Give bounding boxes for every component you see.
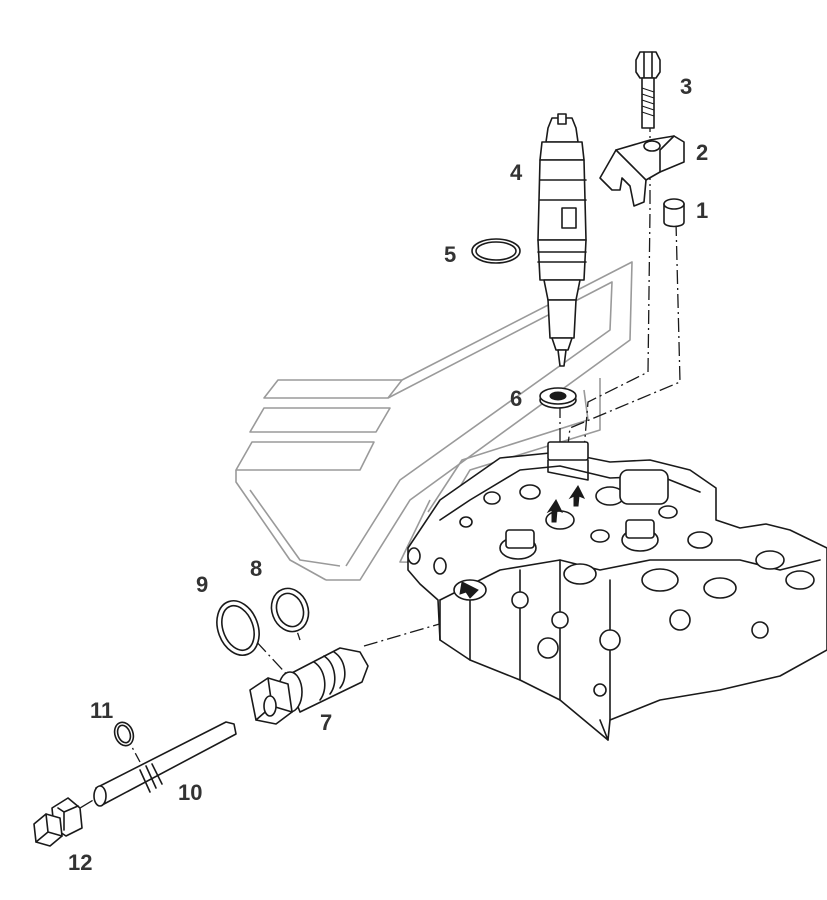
callout-12: 12	[68, 850, 92, 875]
part-5-o-ring	[471, 238, 521, 264]
callout-1: 1	[696, 198, 708, 223]
callout-7: 7	[320, 710, 332, 735]
part-10-pressure-pipe	[93, 721, 237, 807]
callout-9: 9	[196, 572, 208, 597]
callout-3: 3	[680, 74, 692, 99]
callout-8: 8	[250, 556, 262, 581]
part-3-bolt	[635, 51, 661, 129]
part-2-clamp	[599, 135, 685, 207]
part-12-fitting-nut	[33, 797, 83, 847]
callout-10: 10	[178, 780, 202, 805]
callout-4: 4	[510, 160, 523, 185]
callout-2: 2	[696, 140, 708, 165]
callout-5: 5	[444, 242, 456, 267]
part-4-injector	[537, 113, 587, 367]
callout-6: 6	[510, 386, 522, 411]
cylinder-head	[407, 441, 827, 741]
part-9-o-ring	[216, 600, 260, 656]
callout-11: 11	[90, 698, 113, 723]
part-7-connector-sleeve	[249, 647, 369, 725]
part-8-o-ring	[270, 587, 310, 633]
part-11-o-ring	[113, 721, 135, 747]
part-6-washer	[539, 387, 577, 409]
callout-labels: 1 2 3 4 5 6 7 8 9 10 11 12	[68, 74, 708, 875]
part-1-cap	[663, 198, 685, 228]
